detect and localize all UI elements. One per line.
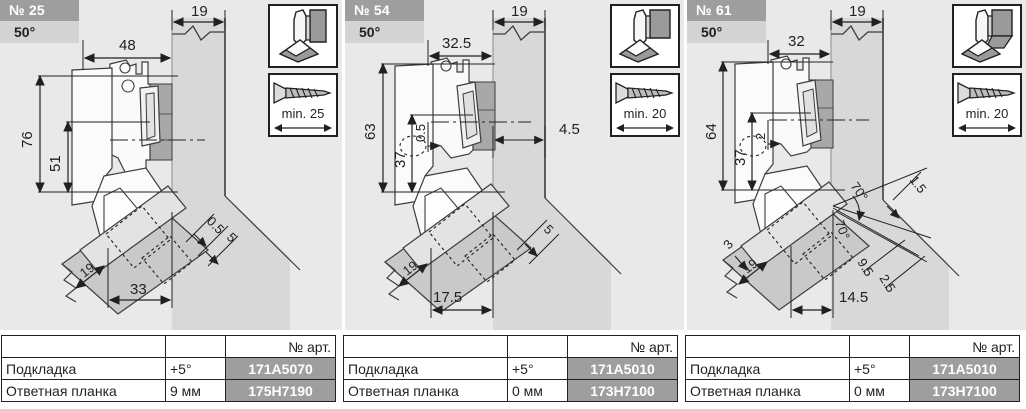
dim-top-width: 19 [511, 3, 528, 20]
dim-bottom-depth: 33 [130, 281, 147, 298]
row-name: Подкладка [1, 357, 166, 380]
screw-icon: min. 25 [268, 73, 338, 137]
dim-bottom-depth: 14.5 [839, 289, 868, 306]
badge-angle: 50° [0, 21, 79, 43]
dim-height-outer: 63 [362, 123, 379, 140]
row-value: 0 мм [507, 379, 568, 402]
row-article[interactable]: 173H7100 [909, 379, 1020, 402]
spec-table-25-wrap: № арт. Подкладка +5° 171A5070 Ответная п… [0, 330, 342, 409]
dim-door-thickness: 19 [400, 258, 421, 279]
row-article[interactable]: 171A5010 [567, 357, 678, 380]
dim-door-thickness: 19 [740, 256, 761, 277]
screw-length-label: min. 20 [965, 106, 1009, 121]
dim-angle-b: 70° [832, 218, 853, 242]
row-value: 9 мм [165, 379, 226, 402]
panel-badge-61: № 61 50° [687, 0, 766, 43]
row-article[interactable]: 173H7100 [567, 379, 678, 402]
spec-table-25: № арт. Подкладка +5° 171A5070 Ответная п… [1, 335, 336, 402]
dim-offset-3: 3 [720, 237, 736, 252]
header-blank [685, 335, 850, 358]
thumbnail-stack: min. 20 [952, 4, 1022, 142]
table-row: Подкладка +5° 171A5070 [1, 357, 336, 380]
table-header-row: № арт. [685, 335, 1020, 358]
row-article[interactable]: 171A5010 [909, 357, 1020, 380]
badge-number: № 54 [345, 0, 424, 21]
dim-door-thickness: 19 [77, 260, 98, 281]
header-blank-2 [165, 335, 226, 358]
row-value: +5° [507, 357, 568, 380]
dim-small-offset: 0.5 [413, 124, 428, 142]
row-name: Ответная планка [1, 379, 166, 402]
panel-hinge-54: 19 32.5 63 37 0.5 [342, 0, 684, 330]
dim-height-inner: 37 [392, 151, 409, 168]
spec-table-54: № арт. Подкладка +5° 171A5010 Ответная п… [343, 335, 678, 402]
table-row: Ответная планка 0 мм 173H7100 [685, 379, 1020, 402]
screw-icon: min. 20 [610, 73, 680, 137]
table-row: Ответная планка 9 мм 175H7190 [1, 379, 336, 402]
header-article: № арт. [909, 335, 1020, 358]
row-value: +5° [165, 357, 226, 380]
badge-angle: 50° [345, 21, 424, 43]
header-blank [343, 335, 508, 358]
spec-table-row: № арт. Подкладка +5° 171A5070 Ответная п… [0, 330, 1026, 409]
hinge-angle-54-icon [610, 4, 680, 68]
dim-small-offset: 2 [753, 133, 768, 140]
dim-top-depth: 32.5 [442, 35, 471, 52]
spec-table-61: № арт. Подкладка +5° 171A5010 Ответная п… [685, 335, 1020, 402]
panel-hinge-25: 19 48 76 51 0.5 [0, 0, 342, 330]
row-value: 0 мм [849, 379, 910, 402]
table-row: Подкладка +5° 171A5010 [685, 357, 1020, 380]
thumbnail-stack: min. 25 [268, 4, 338, 142]
dim-top-width: 19 [849, 3, 866, 20]
header-article: № арт. [225, 335, 336, 358]
hinge-angle-25-icon [268, 4, 338, 68]
dim-bottom-depth: 17.5 [433, 289, 462, 306]
thumbnail-stack: min. 20 [610, 4, 680, 142]
dim-height-inner: 51 [47, 155, 64, 172]
dim-top-depth: 48 [119, 37, 136, 54]
panel-badge-54: № 54 50° [345, 0, 424, 43]
row-article[interactable]: 175H7190 [225, 379, 336, 402]
screw-length-label: min. 20 [623, 106, 667, 121]
row-name: Ответная планка [343, 379, 508, 402]
hinge-angle-61-icon [952, 4, 1022, 68]
dim-offset-15: 1.5 [907, 173, 930, 196]
panel-badge-25: № 25 50° [0, 0, 79, 43]
spec-table-61-wrap: № арт. Подкладка +5° 171A5010 Ответная п… [684, 330, 1026, 409]
header-blank-2 [507, 335, 568, 358]
row-value: +5° [849, 357, 910, 380]
screw-length-label: min. 25 [281, 106, 325, 121]
table-header-row: № арт. [343, 335, 678, 358]
screw-icon: min. 20 [952, 73, 1022, 137]
drawing-hinge-25: 19 48 76 51 0.5 [19, 3, 301, 330]
drawing-hinge-61: 19 32 64 37 2 [703, 3, 960, 330]
header-blank [1, 335, 166, 358]
row-name: Подкладка [685, 357, 850, 380]
dim-height-outer: 64 [703, 123, 720, 140]
row-name: Ответная планка [685, 379, 850, 402]
header-blank-2 [849, 335, 910, 358]
table-row: Ответная планка 0 мм 173H7100 [343, 379, 678, 402]
panel-hinge-61: 19 32 64 37 2 [684, 0, 1026, 330]
table-header-row: № арт. [1, 335, 336, 358]
badge-angle: 50° [687, 21, 766, 43]
table-row: Подкладка +5° 171A5010 [343, 357, 678, 380]
row-name: Подкладка [343, 357, 508, 380]
spec-table-54-wrap: № арт. Подкладка +5° 171A5010 Ответная п… [342, 330, 684, 409]
panel-row: 19 48 76 51 0.5 [0, 0, 1026, 330]
row-article[interactable]: 171A5070 [225, 357, 336, 380]
badge-number: № 61 [687, 0, 766, 21]
badge-number: № 25 [0, 0, 79, 21]
dim-side-gap: 4.5 [559, 121, 580, 138]
dim-top-depth: 32 [788, 33, 805, 50]
dim-height-outer: 76 [19, 131, 36, 148]
drawing-hinge-54: 19 32.5 63 37 0.5 [362, 3, 622, 330]
dim-top-width: 19 [191, 3, 208, 20]
dim-height-inner: 37 [732, 149, 749, 166]
header-article: № арт. [567, 335, 678, 358]
